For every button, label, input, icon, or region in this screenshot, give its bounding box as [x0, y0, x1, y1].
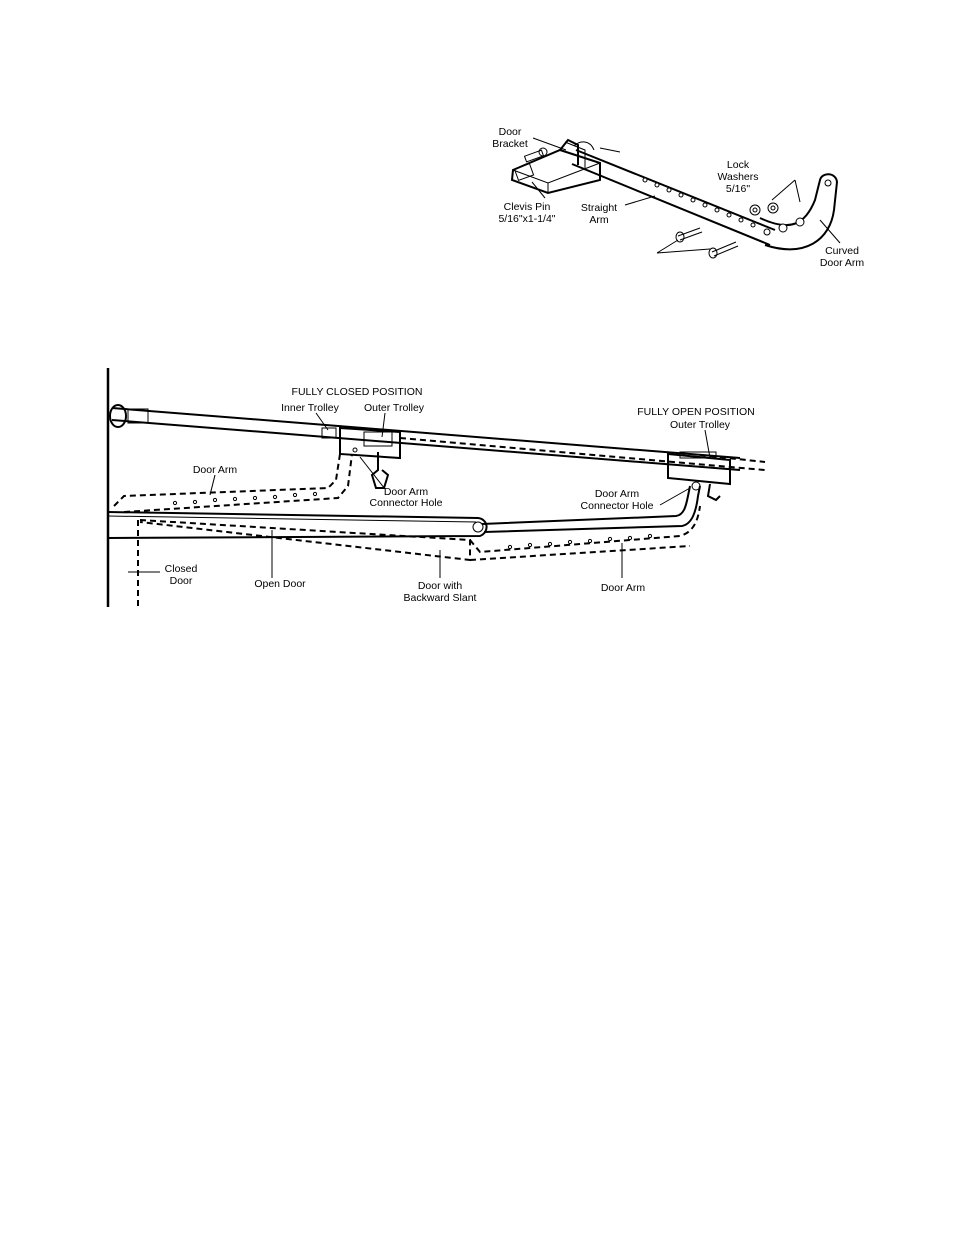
door-arm-closed — [114, 454, 352, 512]
label-clevis-pin: Clevis Pin — [504, 201, 551, 213]
door-arm-open — [470, 486, 700, 560]
label-fully-open: FULLY OPEN POSITION — [637, 406, 754, 418]
label-clevis-pin-size: 5/16"x1-1/4" — [498, 213, 555, 225]
label-fully-closed: FULLY CLOSED POSITION — [292, 386, 423, 398]
bolts — [676, 228, 738, 258]
label-door-arm-closed: Door Arm — [193, 464, 238, 476]
label-arm: Arm — [589, 214, 609, 226]
label-connector-closed-2: Connector Hole — [370, 497, 443, 509]
label-inner-trolley: Inner Trolley — [281, 402, 340, 414]
label-connector-open-1: Door Arm — [595, 488, 640, 500]
label-bracket: Bracket — [492, 138, 528, 150]
label-door: Door — [499, 126, 522, 138]
label-outer-trolley-closed: Outer Trolley — [364, 402, 425, 414]
label-closed: Closed — [165, 563, 198, 575]
label-connector-open-2: Connector Hole — [581, 500, 654, 512]
open-door — [108, 512, 487, 538]
label-washers: Washers — [717, 171, 758, 183]
label-door-with: Door with — [418, 580, 463, 592]
label-straight: Straight — [581, 202, 617, 214]
label-lock: Lock — [727, 159, 750, 171]
door-positions-figure: FULLY CLOSED POSITION Inner Trolley Oute… — [108, 368, 765, 607]
door-backward-slant — [140, 520, 470, 560]
label-open-door: Open Door — [254, 578, 306, 590]
label-backward-slant: Backward Slant — [404, 592, 477, 604]
door-arm-assembly-figure: Door Bracket Clevis Pin 5/16"x1-1/4" Str… — [492, 126, 864, 269]
label-curved: Curved — [825, 245, 859, 257]
lock-washers — [750, 203, 778, 215]
label-washer-size: 5/16" — [726, 183, 750, 195]
curved-door-arm — [760, 174, 837, 249]
label-door-arm-open: Door Arm — [601, 582, 646, 594]
label-outer-trolley-open: Outer Trolley — [670, 419, 731, 431]
label-door-arm: Door Arm — [820, 257, 865, 269]
label-door: Door — [170, 575, 193, 587]
